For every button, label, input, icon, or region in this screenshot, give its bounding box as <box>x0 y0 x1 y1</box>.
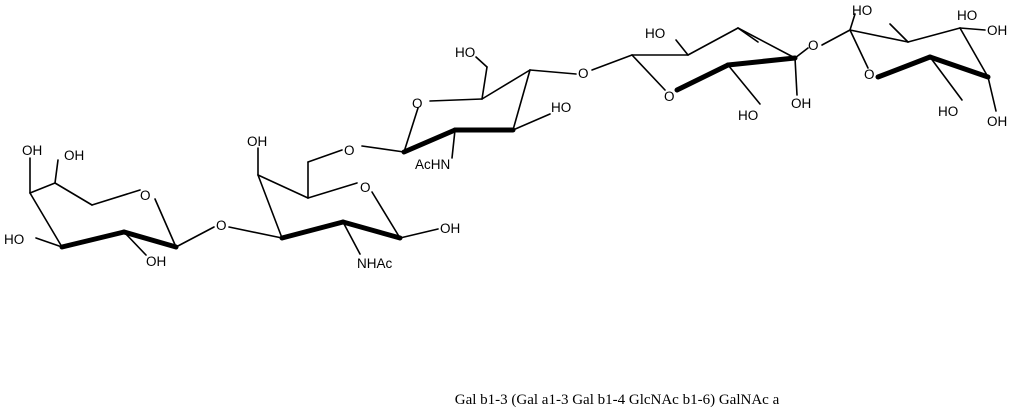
ring-gal-alpha <box>821 13 997 112</box>
ring-glcnac <box>361 56 577 159</box>
atom-label: O <box>808 38 819 53</box>
atom-label: OH <box>791 96 811 111</box>
atom-label: HO <box>738 108 758 123</box>
atom-label: O <box>360 180 371 195</box>
atom-label: HO <box>852 3 872 18</box>
atom-label: HO <box>4 232 24 247</box>
atom-label: OH <box>987 114 1007 129</box>
atom-label: NHAc <box>357 256 393 271</box>
atom-label: AcHN <box>415 157 450 172</box>
atom-label: HO <box>551 100 571 115</box>
atom-label: OH <box>247 134 267 149</box>
atom-label: O <box>578 66 589 81</box>
atom-label: OH <box>440 221 460 236</box>
atom-label: HO <box>645 26 665 41</box>
atom-label: HO <box>938 104 958 119</box>
atom-label: HO <box>957 8 977 23</box>
atom-label: OH <box>22 143 42 158</box>
atom-label: O <box>216 218 227 233</box>
ring-gal-middle <box>591 27 809 105</box>
ring-galnac <box>228 147 439 255</box>
atom-label: OH <box>146 254 166 269</box>
atom-label: O <box>344 143 355 158</box>
structure-caption: Gal b1-3 (Gal a1-3 Gal b1-4 GlcNAc b1-6)… <box>454 392 780 408</box>
atom-label: HO <box>455 45 475 60</box>
atom-label: OH <box>64 148 84 163</box>
atom-label: OH <box>987 23 1007 38</box>
ring-gal-terminal <box>29 157 215 256</box>
atom-label: O <box>412 96 423 111</box>
atom-label: O <box>664 89 675 104</box>
atom-label: O <box>140 188 151 203</box>
atom-label: O <box>864 67 875 82</box>
